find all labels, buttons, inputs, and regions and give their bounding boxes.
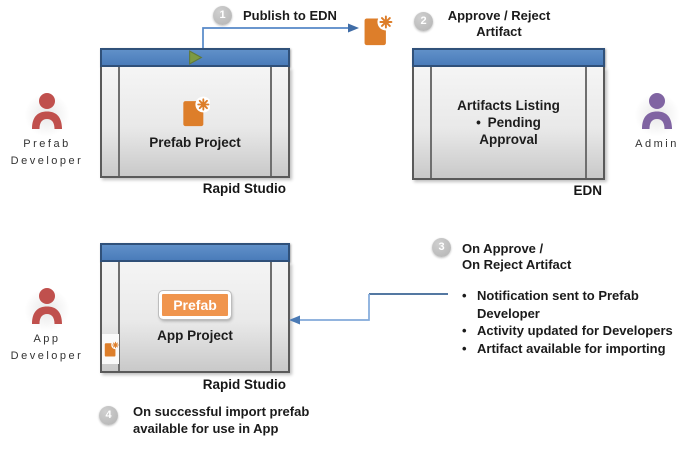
step-3-line1: On Approve / — [462, 241, 544, 256]
project-label: App Project — [157, 327, 233, 343]
actor-label: Admin — [635, 138, 679, 150]
step-4-label: On successful import prefab available fo… — [133, 403, 309, 437]
window-rapid-studio-bottom: Prefab App Project — [100, 243, 290, 373]
actor-app-developer: App Developer — [9, 281, 85, 364]
person-icon — [32, 93, 62, 129]
project-label: Prefab Project — [149, 134, 241, 150]
step-3-bullet-list: Notification sent to Prefab Developer Ac… — [460, 287, 694, 357]
step-4-line2: available for use in App — [133, 421, 279, 436]
panel-divider — [585, 67, 587, 178]
step-4-badge: 4 — [99, 406, 118, 425]
step-3-label: On Approve / On Reject Artifact — [462, 241, 571, 273]
window-titlebar — [100, 243, 290, 262]
step-3-line2: On Reject Artifact — [462, 257, 572, 272]
edn-listing-title: Artifacts Listing — [457, 97, 560, 113]
actor-label: Prefab — [23, 138, 71, 150]
person-icon — [32, 288, 62, 324]
step-4-line1: On successful import prefab — [133, 404, 310, 419]
step-1-label: Publish to EDN — [243, 8, 337, 23]
prefab-button: Prefab — [158, 289, 232, 320]
published-artifact-icon — [364, 13, 393, 46]
panel-divider — [118, 67, 120, 176]
actor-prefab-developer: Prefab Developer — [9, 86, 85, 169]
window-caption-rapid-studio-top: Rapid Studio — [202, 181, 286, 196]
panel-divider — [270, 67, 272, 176]
artifact-document-icon-small — [104, 340, 119, 357]
step-3-badge: 3 — [432, 238, 451, 257]
window-body: Prefab App Project — [100, 262, 290, 373]
actor-label: Developer — [10, 350, 84, 362]
window-rapid-studio-top: Prefab Project — [100, 48, 290, 178]
notify-arrow-head — [289, 315, 300, 325]
palette-slot — [102, 334, 119, 364]
window-caption-rapid-studio-bottom: Rapid Studio — [202, 377, 286, 392]
actor-admin: Admin — [619, 86, 695, 152]
bullet-item: Artifact available for importing — [460, 340, 694, 358]
actor-label: App — [33, 333, 61, 345]
publish-arrow-line — [202, 27, 348, 48]
window-body: Artifacts Listing Pending Approval — [412, 67, 605, 180]
step-2-line2: Artifact — [476, 24, 522, 39]
panel-divider — [270, 262, 272, 371]
actor-label: Developer — [10, 155, 84, 167]
window-body: Prefab Project — [100, 67, 290, 178]
panel-divider — [118, 262, 120, 371]
bullet-item: Notification sent to Prefab Developer — [460, 287, 694, 322]
step-2-line1: Approve / Reject — [447, 8, 551, 23]
window-titlebar — [412, 48, 605, 67]
step-2-label: Approve / Reject Artifact — [438, 8, 560, 40]
artifact-document-icon — [183, 96, 210, 126]
window-edn: Artifacts Listing Pending Approval — [412, 48, 605, 180]
step-2-badge: 2 — [414, 12, 433, 31]
publish-arrow-head — [348, 23, 359, 33]
person-icon — [642, 93, 672, 129]
panel-divider — [430, 67, 432, 178]
window-caption-edn: EDN — [573, 183, 602, 198]
edn-listing-item: Pending Approval — [463, 114, 555, 148]
bullet-item: Activity updated for Developers — [460, 322, 694, 340]
play-icon — [189, 50, 203, 65]
notify-arrow-line-light — [300, 294, 370, 321]
step-1-badge: 1 — [213, 6, 232, 25]
window-titlebar — [100, 48, 290, 67]
